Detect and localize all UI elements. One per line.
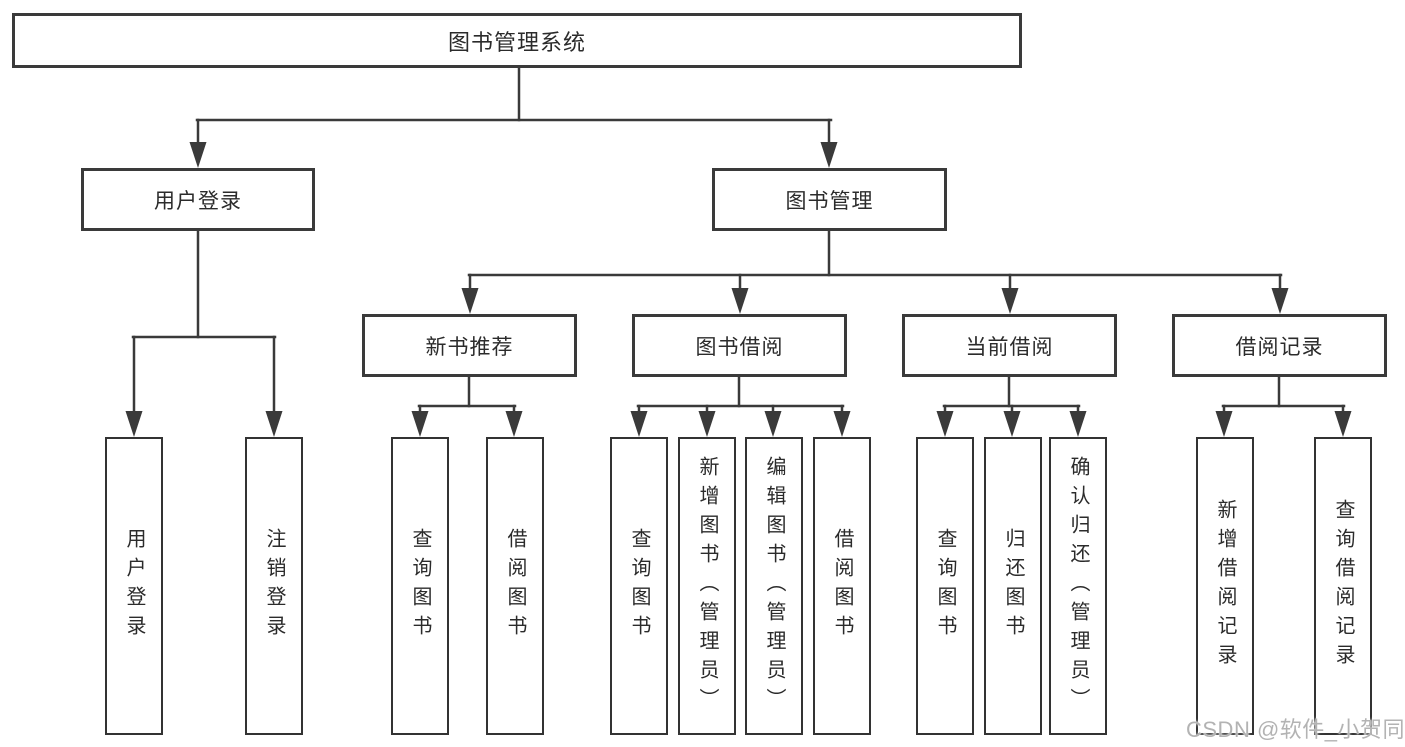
leaf-query-borrow-record: 查询借阅记录 [1314,437,1372,735]
leaf-user-login: 用户登录 [105,437,163,735]
node-borrow-records: 借阅记录 [1172,314,1387,377]
leaf-label: 注销登录 [263,528,285,644]
leaf-add-books-admin: 新增图书（管理员） [678,437,736,735]
node-current-borrowing: 当前借阅 [902,314,1117,377]
node-label: 图书管理 [785,189,874,213]
leaf-label: 归还图书 [1002,528,1024,644]
node-label: 当前借阅 [965,335,1054,359]
node-label: 新书推荐 [425,335,514,359]
leaf-label: 查询图书 [934,528,956,644]
node-book-borrowing: 图书借阅 [632,314,847,377]
leaf-add-borrow-record: 新增借阅记录 [1196,437,1254,735]
leaf-confirm-return-admin: 确认归还（管理员） [1049,437,1107,735]
leaf-label: 新增借阅记录 [1214,499,1236,673]
leaf-label: 用户登录 [123,528,145,644]
watermark: CSDN @软件_小贺同学 [1186,717,1405,742]
leaf-label: 查询图书 [628,528,650,644]
node-user-login: 用户登录 [81,168,315,231]
leaf-edit-books-admin: 编辑图书（管理员） [745,437,803,735]
node-library-system: 图书管理系统 [12,13,1022,68]
node-label: 图书借阅 [695,335,784,359]
leaf-label: 编辑图书（管理员） [763,455,785,717]
leaf-return-books: 归还图书 [984,437,1042,735]
leaf-query-books-recommend: 查询图书 [391,437,449,735]
leaf-query-books-current: 查询图书 [916,437,974,735]
node-label: 用户登录 [154,189,242,213]
node-label: 借阅记录 [1235,335,1324,359]
leaf-label: 确认归还（管理员） [1067,455,1089,717]
leaf-label: 借阅图书 [831,528,853,644]
node-book-management: 图书管理 [712,168,947,231]
leaf-label: 查询图书 [409,528,431,644]
leaf-label: 查询借阅记录 [1332,499,1354,673]
leaf-borrow-books-recommend: 借阅图书 [486,437,544,735]
leaf-label: 新增图书（管理员） [696,455,718,717]
node-label: 图书管理系统 [447,29,586,55]
leaf-label: 借阅图书 [504,528,526,644]
node-new-book-recommend: 新书推荐 [362,314,577,377]
leaf-borrow-books: 借阅图书 [813,437,871,735]
leaf-logout: 注销登录 [245,437,303,735]
leaf-query-books-borrowing: 查询图书 [610,437,668,735]
